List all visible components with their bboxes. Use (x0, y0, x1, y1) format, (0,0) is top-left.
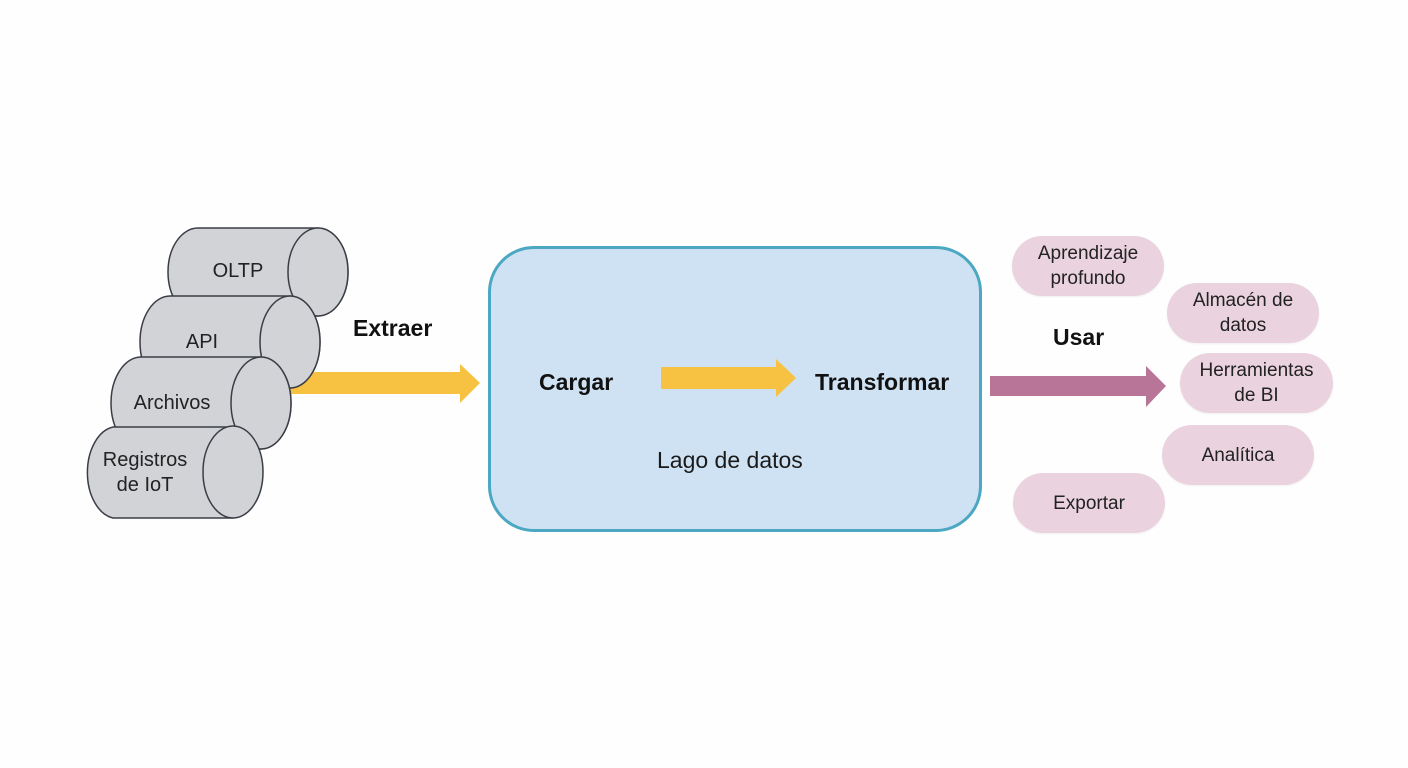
use-arrow (990, 366, 1166, 407)
data-lake-label: Lago de datos (657, 447, 803, 473)
transform-label: Transformar (815, 369, 950, 395)
extract-arrow (286, 364, 480, 403)
load-label: Cargar (539, 369, 614, 395)
cylinder-archivos[interactable] (110, 356, 292, 450)
source-label-api: API (185, 331, 219, 353)
destination-export[interactable]: Exportar (1013, 473, 1165, 533)
data-lake-box[interactable]: Cargar Transformar Lago de datos (488, 246, 982, 532)
destination-analytics[interactable]: Analítica (1162, 425, 1314, 485)
cylinder-oltp[interactable] (167, 227, 349, 317)
extract-label: Extraer (353, 315, 433, 341)
source-label-iot: Registros de IoT (102, 449, 188, 496)
cylinder-iot[interactable] (86, 425, 264, 519)
destination-data-warehouse[interactable]: Almacén de datos (1167, 283, 1319, 343)
source-label-archivos: Archivos (133, 392, 211, 414)
destination-bi-tools[interactable]: Herramientas de BI (1180, 353, 1333, 413)
use-label: Usar (1053, 324, 1105, 350)
load-transform-arrow (661, 359, 796, 397)
source-label-oltp: OLTP (212, 260, 264, 282)
destination-deep-learning[interactable]: Aprendizaje profundo (1012, 236, 1164, 296)
